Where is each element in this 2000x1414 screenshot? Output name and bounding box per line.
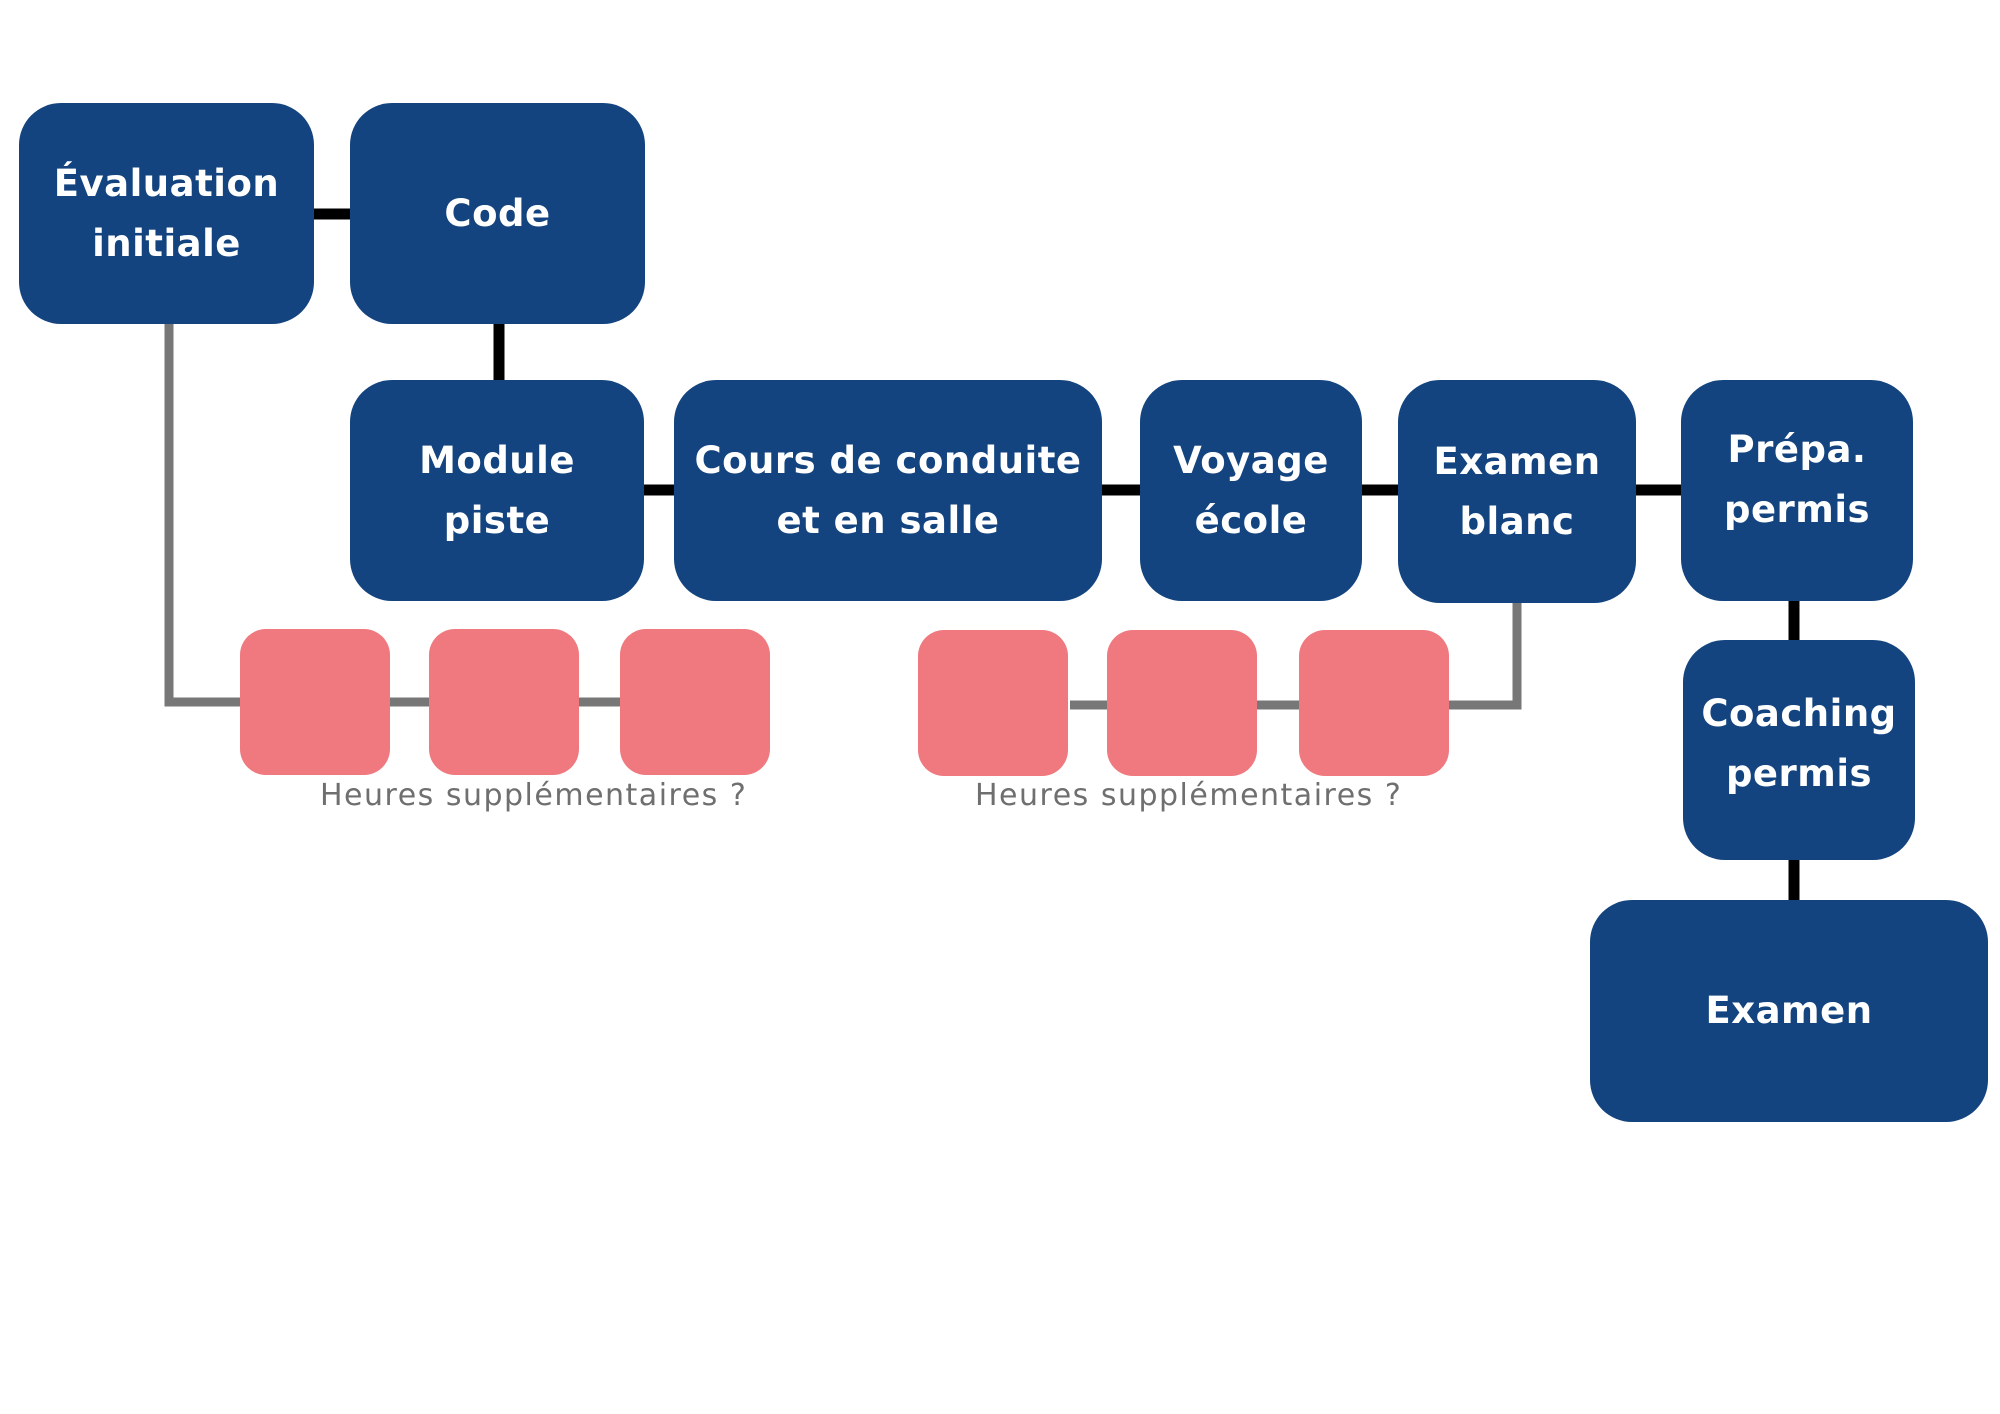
caption-extra-hours-left: Heures supplémentaires ? bbox=[320, 778, 748, 813]
step-examen-label: Examen bbox=[1705, 989, 1873, 1032]
extra-hours-box bbox=[240, 629, 390, 775]
step-code-label: Code bbox=[444, 191, 551, 235]
step-examen: Examen bbox=[1590, 900, 1988, 1122]
step-evaluation-initiale-label: Évaluation initiale bbox=[53, 161, 280, 265]
step-voyage-ecole: Voyage école bbox=[1140, 380, 1362, 601]
step-module-piste-label: Module piste bbox=[419, 438, 575, 542]
step-code: Code bbox=[350, 103, 645, 324]
step-prepa-permis: Prépa. permis bbox=[1681, 380, 1913, 601]
step-module-piste: Module piste bbox=[350, 380, 644, 601]
extra-hours-box bbox=[918, 630, 1068, 776]
step-cours-de-conduite-label: Cours de conduite et en salle bbox=[694, 438, 1082, 542]
step-evaluation-initiale: Évaluation initiale bbox=[19, 103, 314, 324]
extra-hours-box bbox=[1107, 630, 1257, 776]
extra-hours-box bbox=[620, 629, 770, 775]
step-coaching-permis-label: Coaching permis bbox=[1701, 692, 1897, 795]
step-examen-blanc: Examen blanc bbox=[1398, 380, 1636, 603]
step-examen-blanc-label: Examen blanc bbox=[1433, 439, 1601, 543]
step-cours-de-conduite: Cours de conduite et en salle bbox=[674, 380, 1102, 601]
step-voyage-ecole-label: Voyage école bbox=[1173, 438, 1329, 542]
caption-extra-hours-right: Heures supplémentaires ? bbox=[975, 778, 1403, 813]
extra-hours-box bbox=[1299, 630, 1449, 776]
extra-hours-box bbox=[429, 629, 579, 775]
step-prepa-permis-label: Prépa. permis bbox=[1723, 427, 1871, 531]
step-coaching-permis: Coaching permis bbox=[1683, 640, 1915, 860]
